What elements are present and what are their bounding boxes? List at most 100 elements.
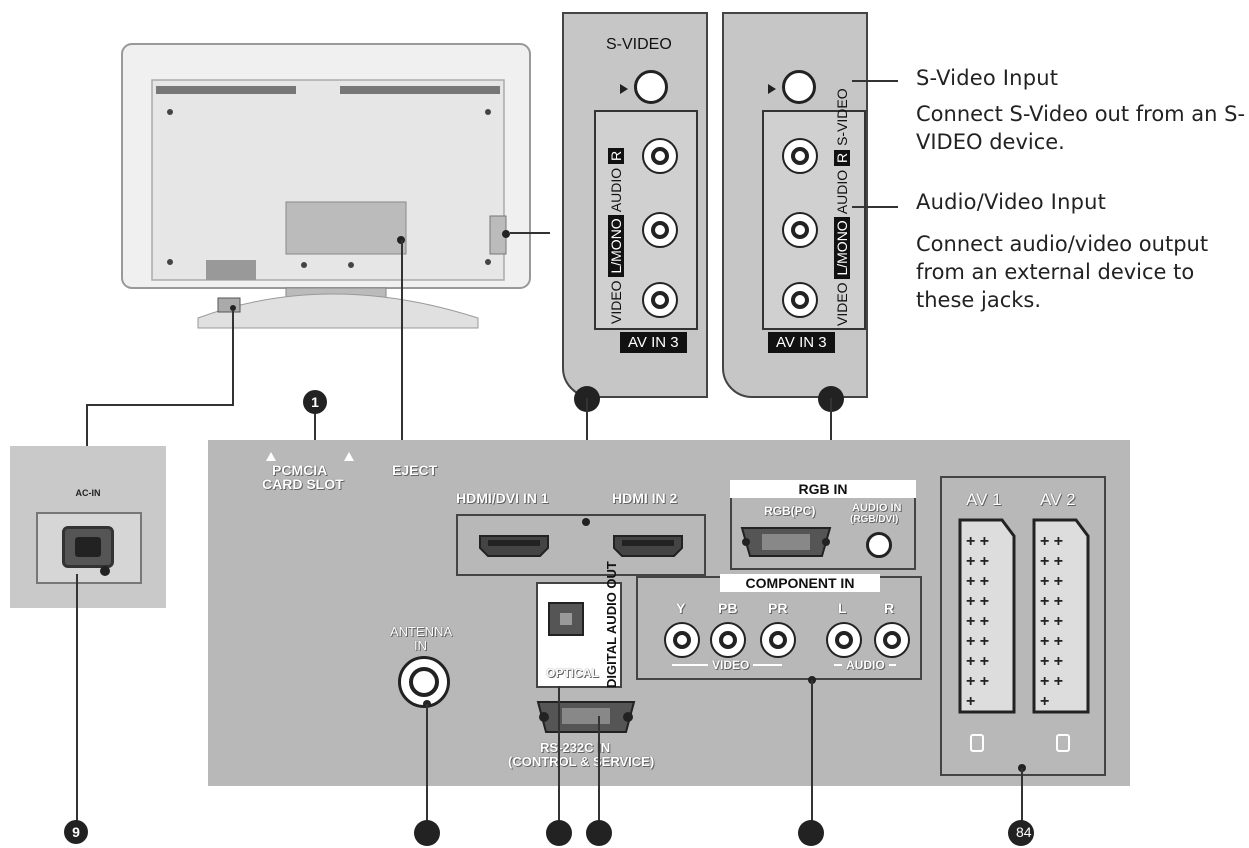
comp-pr-jack[interactable] — [760, 622, 796, 658]
comp-audio-label: AUDIO — [842, 658, 889, 672]
leader-line — [314, 405, 316, 447]
svideo-callout-title: S-Video Input — [916, 66, 1059, 90]
comp-r-label: R — [884, 600, 895, 616]
comp-pr-label: PR — [768, 600, 788, 616]
rgb-port[interactable] — [738, 522, 834, 562]
component-in-header — [720, 574, 880, 592]
component-in-label: COMPONENT IN — [745, 575, 855, 591]
av-scart-box — [940, 476, 1106, 776]
av1-scart[interactable]: + ++ ++ ++ ++ ++ ++ ++ ++ — [956, 516, 1018, 716]
leader-line — [852, 206, 898, 208]
svg-text:+: + — [1040, 693, 1049, 710]
av2-label: AV 2 — [1040, 490, 1076, 509]
video-jack[interactable] — [782, 282, 818, 318]
callout-dot — [1008, 820, 1034, 846]
ac-in-panel: AC-IN — [10, 446, 166, 608]
leader-line — [86, 404, 234, 406]
svg-text:+ +: + + — [1040, 533, 1063, 550]
side-panel-left: S-VIDEO VIDEO L/MONO AUDIO R AV IN 3 — [562, 12, 708, 398]
hdmi1-port[interactable] — [478, 534, 550, 558]
callout-dot — [586, 820, 612, 846]
comp-y-label: Y — [676, 600, 686, 616]
optical-port[interactable] — [548, 602, 584, 636]
svg-text:+ +: + + — [966, 653, 989, 670]
svg-text:+ +: + + — [1040, 593, 1063, 610]
av-callout-body: Connect audio/video output from an exter… — [916, 232, 1209, 312]
side-panel-right: VIDEO L/MONO AUDIO R S-VIDEO AV IN 3 — [722, 12, 868, 398]
page-number: 84 — [1016, 824, 1032, 840]
leader-line — [558, 686, 560, 822]
av-in-3-label: AV IN 3 — [620, 332, 687, 353]
leader-line — [426, 704, 428, 822]
svideo-jack[interactable] — [782, 70, 816, 104]
leader-line — [1021, 768, 1023, 822]
audio-r-jack[interactable] — [642, 138, 678, 174]
rgb-in-header — [730, 480, 916, 498]
digital-audio-out-label: DIGITAL AUDIO OUT — [604, 561, 619, 688]
jack-labels: VIDEO L/MONO AUDIO R S-VIDEO — [834, 88, 850, 326]
audio-in-label: AUDIO IN — [852, 502, 902, 514]
audio-label: AUDIO — [834, 169, 850, 215]
audio-in-jack[interactable] — [866, 532, 892, 558]
audio-l-jack[interactable] — [642, 212, 678, 248]
comp-pb-jack[interactable] — [710, 622, 746, 658]
svg-text:+: + — [966, 693, 975, 710]
lmono-label: L/MONO — [608, 215, 624, 277]
svg-text:+ +: + + — [966, 533, 989, 550]
antenna-jack[interactable] — [398, 656, 450, 708]
svg-text:+ +: + + — [1040, 673, 1063, 690]
scart-cable-icon — [1056, 734, 1070, 752]
antenna-label: ANTENNA — [390, 624, 453, 639]
callout-dot — [414, 820, 440, 846]
ac-in-socket[interactable] — [62, 526, 114, 568]
lmono-label: L/MONO — [834, 217, 850, 279]
leader-line — [232, 310, 234, 405]
r-label: R — [834, 149, 850, 166]
r-label: R — [608, 147, 624, 164]
svg-text:+ +: + + — [1040, 613, 1063, 630]
av1-label: AV 1 — [966, 490, 1002, 509]
callout-dot — [546, 820, 572, 846]
card-slot-label: CARD SLOT — [262, 476, 344, 492]
leader-line — [76, 574, 78, 822]
optical-label: OPTICAL — [546, 666, 599, 680]
comp-y-jack[interactable] — [664, 622, 700, 658]
video-jack[interactable] — [642, 282, 678, 318]
comp-l-jack[interactable] — [826, 622, 862, 658]
svg-text:+ +: + + — [966, 633, 989, 650]
hdmi2-port[interactable] — [612, 534, 684, 558]
svg-text:+ +: + + — [1040, 553, 1063, 570]
pcmcia-label: PCMCIA — [272, 462, 328, 478]
video-label: VIDEO — [608, 280, 624, 324]
rgb-in-label: RGB IN — [798, 481, 848, 497]
comp-r-jack[interactable] — [874, 622, 910, 658]
rgb-pc-label: RGB(PC) — [764, 504, 816, 518]
antenna-in-label: IN — [414, 638, 427, 653]
svideo-label: S-VIDEO — [834, 88, 850, 146]
svideo-jack[interactable] — [634, 70, 668, 104]
hdmi2-label: HDMI IN 2 — [612, 490, 678, 506]
leader-line — [852, 80, 898, 82]
audio-r-jack[interactable] — [782, 138, 818, 174]
svg-text:+ +: + + — [966, 593, 989, 610]
scart-cable-icon — [970, 734, 984, 752]
audio-in-rgb-dvi-label: (RGB/DVI) — [850, 514, 899, 525]
tv-back-illustration — [121, 43, 531, 329]
video-label: VIDEO — [834, 282, 850, 326]
svg-text:+ +: + + — [966, 613, 989, 630]
ac-in-socket-frame — [36, 512, 142, 584]
callout-number-9: 9 — [64, 820, 88, 844]
svg-text:+ +: + + — [966, 553, 989, 570]
av2-scart[interactable]: + ++ ++ ++ ++ ++ ++ ++ ++ — [1030, 516, 1092, 716]
audio-l-jack[interactable] — [782, 212, 818, 248]
comp-pb-label: PB — [718, 600, 738, 616]
rs232-control-label: (CONTROL & SERVICE) — [508, 754, 655, 769]
leader-line — [598, 716, 600, 822]
leader-line — [510, 232, 550, 234]
leader-line — [811, 680, 813, 822]
eject-label: EJECT — [392, 462, 438, 478]
ac-in-label: AC-IN — [75, 488, 101, 498]
av-in-3-label: AV IN 3 — [768, 332, 835, 353]
rs232-port[interactable] — [534, 696, 638, 738]
hdmi-group — [456, 514, 706, 576]
